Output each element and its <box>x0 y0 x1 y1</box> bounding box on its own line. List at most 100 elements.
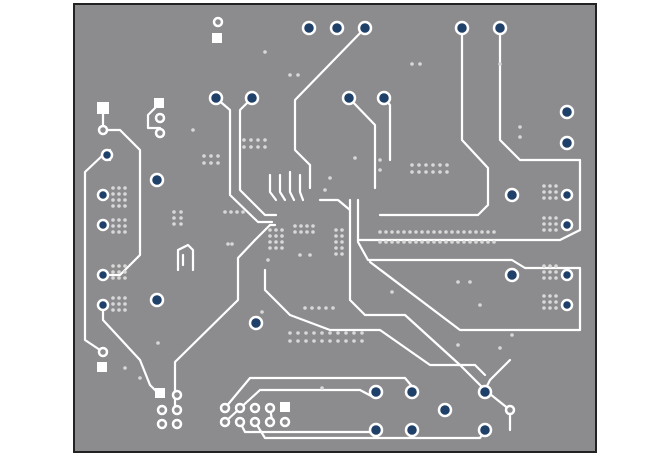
via <box>111 308 115 312</box>
via <box>308 253 312 257</box>
via <box>223 210 227 214</box>
via <box>492 230 496 234</box>
via <box>510 333 514 337</box>
via <box>456 240 460 244</box>
via <box>432 240 436 244</box>
via <box>274 240 278 244</box>
via <box>417 163 421 167</box>
via <box>474 240 478 244</box>
pad <box>301 20 317 36</box>
via <box>156 341 160 345</box>
via <box>554 196 558 200</box>
pad <box>96 298 110 312</box>
via <box>320 339 324 343</box>
via <box>298 253 302 257</box>
pin <box>264 416 276 428</box>
via <box>260 310 264 314</box>
via <box>426 230 430 234</box>
square-pad <box>280 402 290 412</box>
via <box>344 339 348 343</box>
via <box>334 246 338 250</box>
via <box>117 264 121 268</box>
via <box>117 218 121 222</box>
via <box>384 230 388 234</box>
via <box>353 156 357 160</box>
via <box>111 230 115 234</box>
pin <box>154 127 166 139</box>
pad <box>368 384 384 400</box>
via <box>111 204 115 208</box>
via <box>312 331 316 335</box>
via <box>256 145 260 149</box>
via <box>324 306 328 310</box>
via <box>280 234 284 238</box>
pad <box>454 20 470 36</box>
via <box>410 170 414 174</box>
trace <box>223 376 417 410</box>
via-layer <box>111 50 558 390</box>
via <box>209 154 213 158</box>
via <box>117 230 121 234</box>
via <box>263 145 267 149</box>
trace <box>278 173 287 202</box>
via <box>123 296 127 300</box>
via <box>548 228 552 232</box>
via <box>554 184 558 188</box>
via <box>249 145 253 149</box>
via <box>542 294 546 298</box>
via <box>420 230 424 234</box>
via <box>209 161 213 165</box>
via <box>117 204 121 208</box>
pin <box>97 346 109 358</box>
via <box>117 308 121 312</box>
via <box>542 222 546 226</box>
via <box>554 216 558 220</box>
pad <box>404 422 420 438</box>
trace <box>214 96 274 224</box>
pad <box>559 135 575 151</box>
trace <box>298 173 305 202</box>
pad <box>149 172 165 188</box>
pad <box>208 90 224 106</box>
pin <box>234 402 246 414</box>
trace <box>238 96 278 217</box>
pin <box>264 402 276 414</box>
via <box>414 240 418 244</box>
via <box>340 246 344 250</box>
via <box>293 224 297 228</box>
via <box>340 228 344 232</box>
via <box>111 186 115 190</box>
via <box>462 230 466 234</box>
via <box>311 224 315 228</box>
via <box>456 343 460 347</box>
pad-layer <box>96 20 575 438</box>
via <box>117 270 121 274</box>
via <box>299 230 303 234</box>
via <box>242 138 246 142</box>
via <box>445 170 449 174</box>
pad <box>492 20 508 36</box>
via <box>548 264 552 268</box>
via <box>334 234 338 238</box>
via <box>438 163 442 167</box>
pad <box>404 384 420 400</box>
via <box>390 240 394 244</box>
via <box>432 230 436 234</box>
via <box>202 161 206 165</box>
pad <box>437 402 453 418</box>
via <box>328 176 332 180</box>
via <box>235 210 239 214</box>
via <box>424 170 428 174</box>
via <box>336 331 340 335</box>
via <box>216 154 220 158</box>
via <box>123 308 127 312</box>
via <box>123 218 127 222</box>
trace <box>83 153 105 354</box>
via <box>293 230 297 234</box>
via <box>111 218 115 222</box>
via <box>117 224 121 228</box>
via <box>554 222 558 226</box>
via <box>498 62 502 66</box>
trace <box>173 238 257 412</box>
pad <box>559 104 575 120</box>
